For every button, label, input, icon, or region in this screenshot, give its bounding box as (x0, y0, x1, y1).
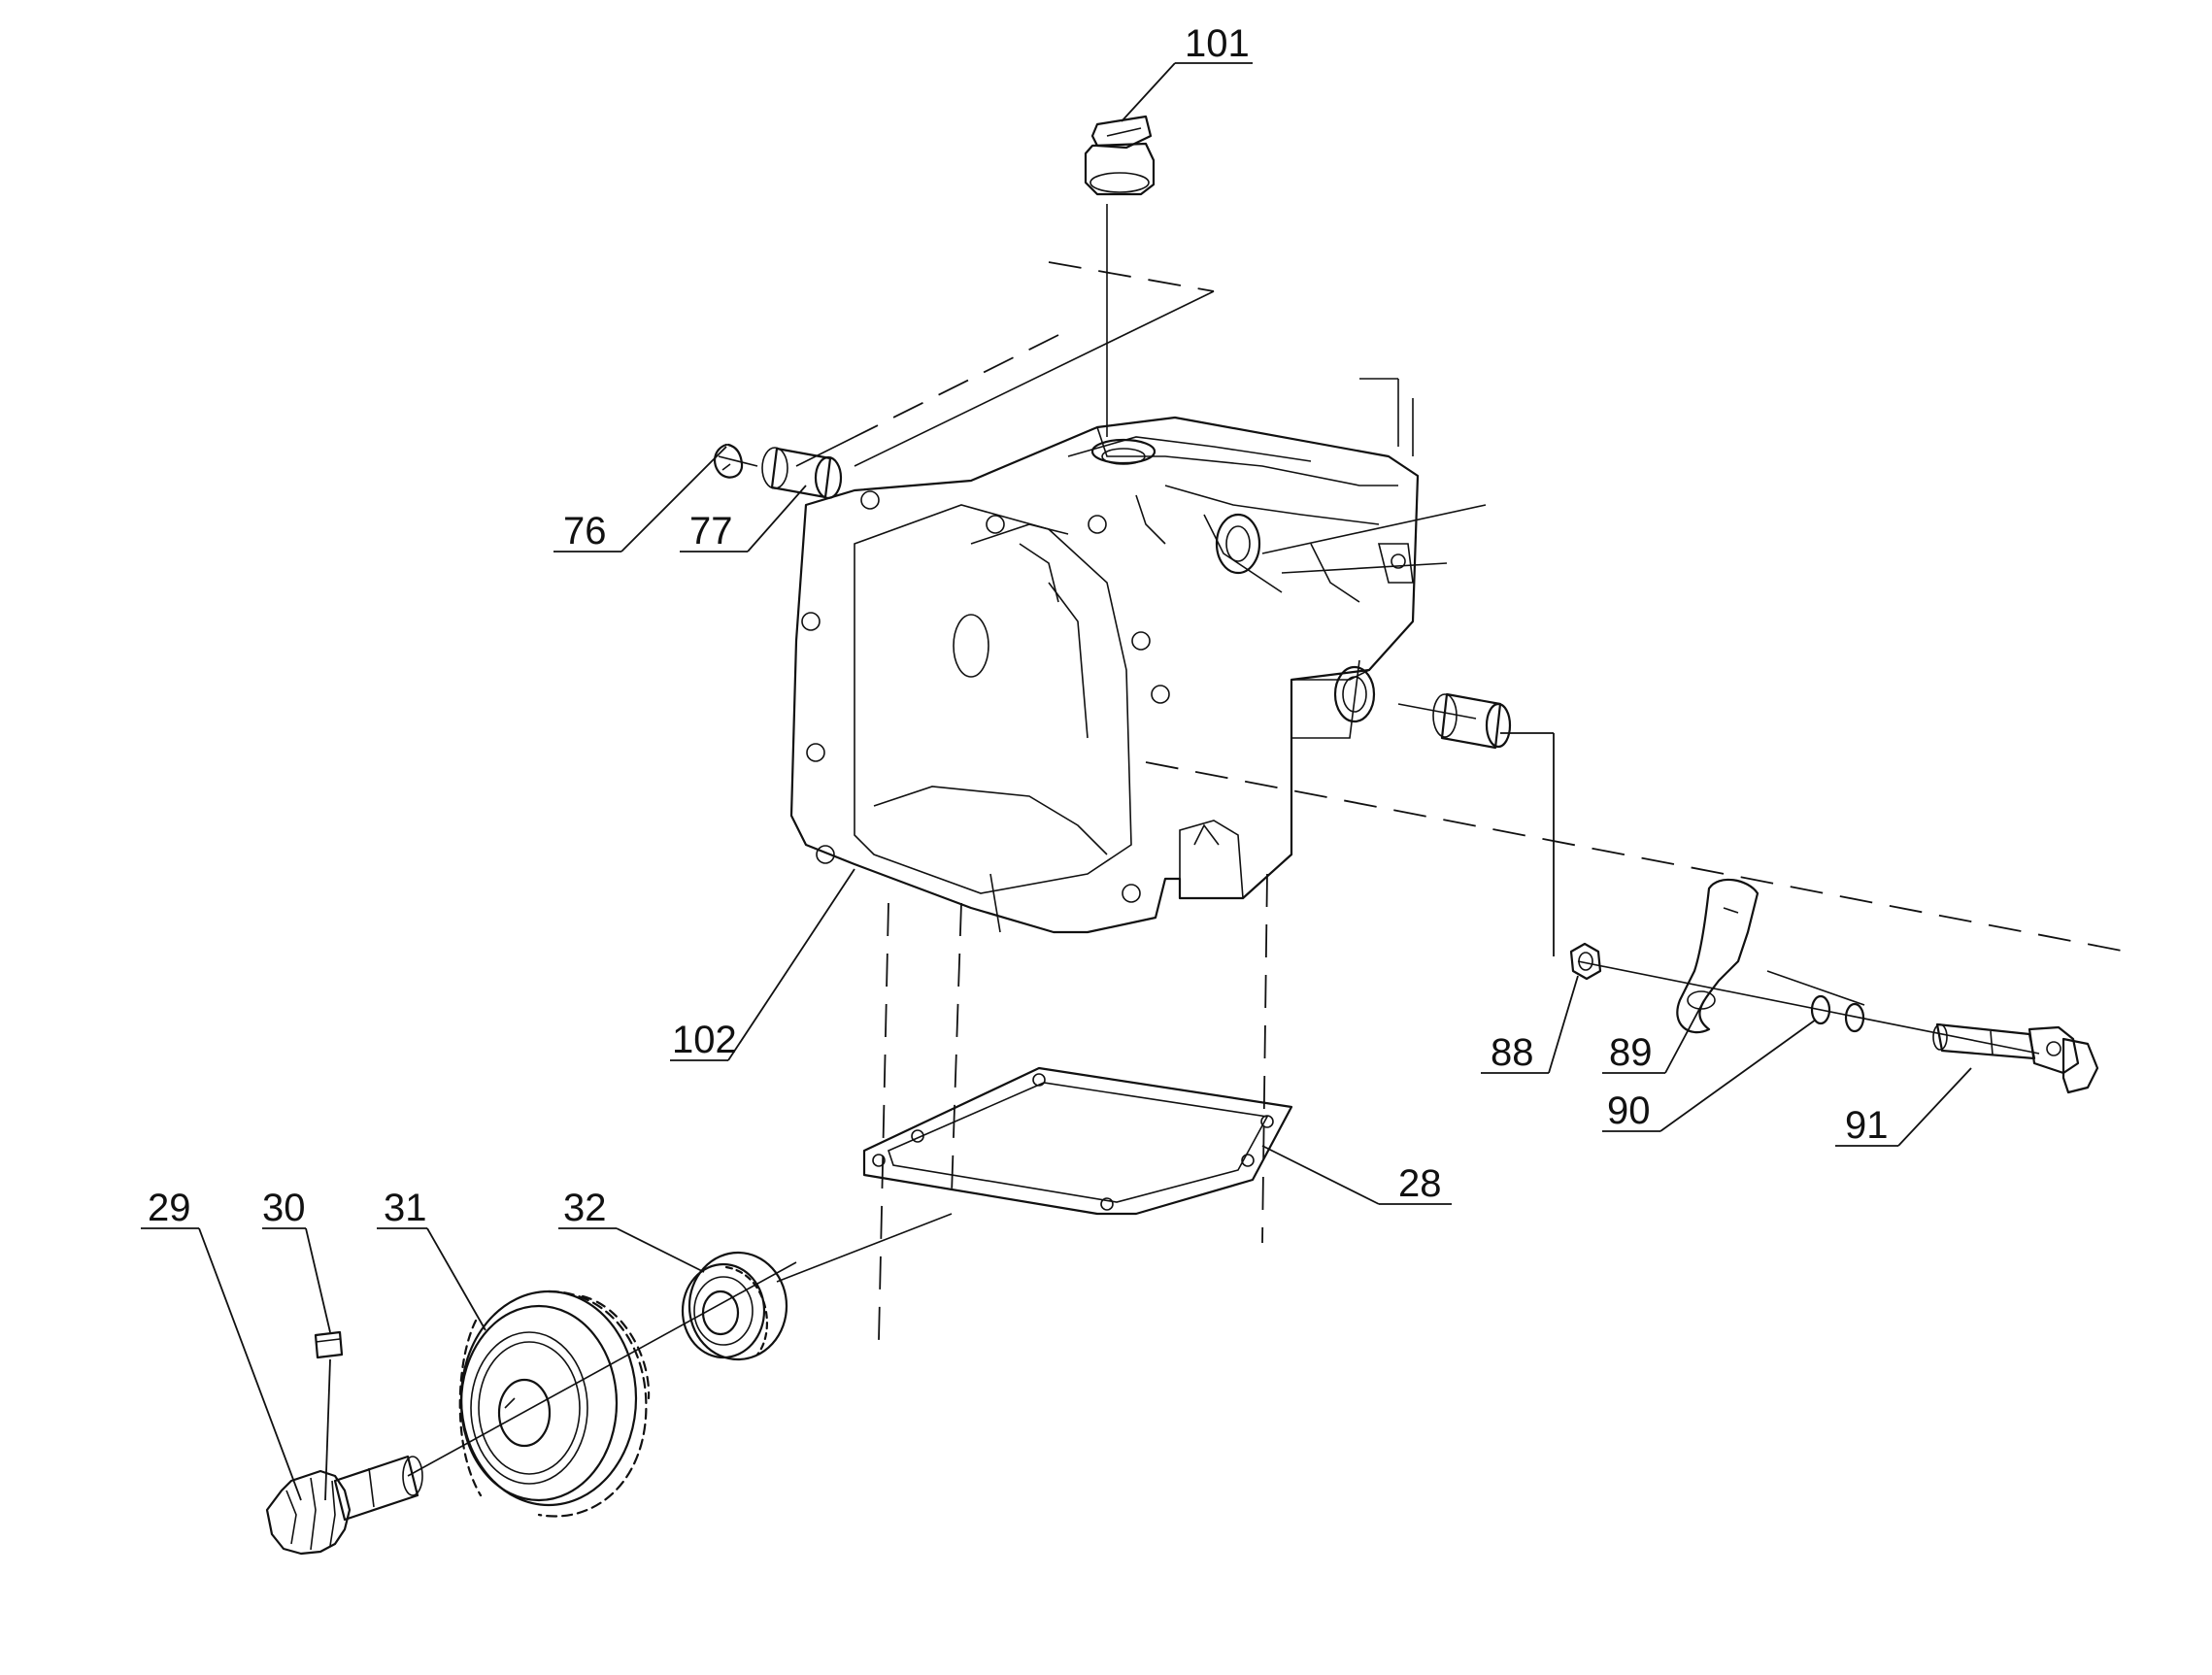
gasket-28 (862, 1066, 1293, 1216)
callout-88: 88 (1491, 1031, 1534, 1074)
bushing-77 (761, 447, 843, 500)
plug-101 (1084, 115, 1156, 196)
washer-90 (1810, 994, 1865, 1033)
shift-fork-89 (1676, 878, 1760, 1034)
axis-lines (407, 204, 2128, 1477)
callout-77: 77 (689, 510, 733, 553)
callout-90: 90 (1607, 1089, 1651, 1132)
callout-91: 91 (1845, 1104, 1889, 1147)
callout-102: 102 (672, 1019, 737, 1061)
callout-89: 89 (1609, 1031, 1653, 1074)
callout-labels: 101 76 77 102 88 89 90 91 28 29 30 31 32 (148, 22, 1889, 1229)
callout-30: 30 (262, 1187, 306, 1229)
callout-76: 76 (563, 510, 607, 553)
bushing-right (1432, 692, 1512, 750)
callout-32: 32 (563, 1187, 607, 1229)
gear-31 (458, 1290, 651, 1518)
callout-28: 28 (1398, 1162, 1442, 1205)
shift-shaft-91 (1932, 1022, 2099, 1094)
leader-lines (141, 62, 1972, 1501)
callout-101: 101 (1185, 22, 1250, 65)
bearing-32 (681, 1251, 788, 1361)
pinion-shaft-29 (265, 1455, 423, 1556)
callout-29: 29 (148, 1187, 191, 1229)
callout-31: 31 (384, 1187, 427, 1229)
housing-102 (789, 416, 1420, 934)
key-30 (314, 1330, 344, 1359)
nut-88 (1569, 942, 1602, 981)
